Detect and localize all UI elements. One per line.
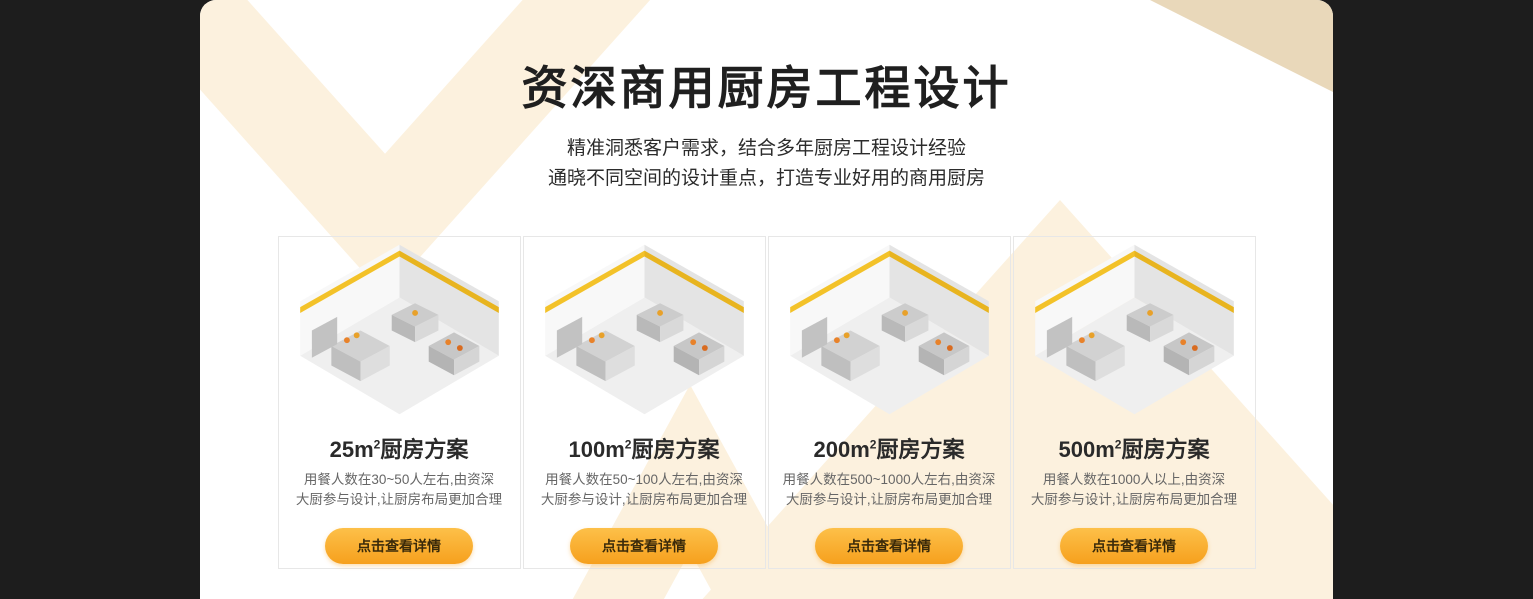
view-details-button[interactable]: 点击查看详情	[1060, 528, 1208, 564]
card-description: 用餐人数在50~100人左右,由资深 大厨参与设计,让厨房布局更加合理	[533, 470, 755, 510]
kitchen-render-image	[279, 237, 520, 422]
card-desc-line-1: 用餐人数在1000人以上,由资深	[1042, 472, 1226, 487]
card-area-value: 200m	[813, 437, 870, 462]
card-desc-line-1: 用餐人数在500~1000人左右,由资深	[782, 472, 996, 487]
page-title: 资深商用厨房工程设计	[521, 62, 1012, 114]
card-desc-line-1: 用餐人数在30~50人左右,由资深	[303, 472, 495, 487]
subtitle-line-1: 精准洞悉客户需求，结合多年厨房工程设计经验	[566, 138, 966, 159]
plan-card-25: 25m2厨房方案 用餐人数在30~50人左右,由资深 大厨参与设计,让厨房布局更…	[277, 236, 521, 569]
card-desc-line-2: 大厨参与设计,让厨房布局更加合理	[295, 492, 503, 507]
card-area-value: 100m	[568, 437, 625, 462]
plan-cards: 25m2厨房方案 用餐人数在30~50人左右,由资深 大厨参与设计,让厨房布局更…	[200, 236, 1333, 569]
card-desc-line-2: 大厨参与设计,让厨房布局更加合理	[1030, 492, 1238, 507]
card-area-sup: 2	[373, 437, 381, 452]
card-desc-line-2: 大厨参与设计,让厨房布局更加合理	[785, 492, 993, 507]
card-plan-name: 厨房方案	[1121, 437, 1210, 462]
subtitle-line-2: 通晓不同空间的设计重点，打造专业好用的商用厨房	[547, 168, 985, 189]
card-plan-name: 厨房方案	[380, 437, 469, 462]
card-description: 用餐人数在30~50人左右,由资深 大厨参与设计,让厨房布局更加合理	[288, 470, 510, 510]
plan-card-100: 100m2厨房方案 用餐人数在50~100人左右,由资深 大厨参与设计,让厨房布…	[522, 236, 766, 569]
card-area-value: 500m	[1058, 437, 1115, 462]
plan-card-500: 500m2厨房方案 用餐人数在1000人以上,由资深 大厨参与设计,让厨房布局更…	[1012, 236, 1256, 569]
view-details-button[interactable]: 点击查看详情	[815, 528, 963, 564]
card-plan-name: 厨房方案	[876, 437, 965, 462]
card-desc-line-1: 用餐人数在50~100人左右,由资深	[545, 472, 743, 487]
kitchen-render-image	[769, 237, 1010, 422]
view-details-button[interactable]: 点击查看详情	[570, 528, 718, 564]
card-description: 用餐人数在500~1000人左右,由资深 大厨参与设计,让厨房布局更加合理	[775, 470, 1004, 510]
card-title: 100m2厨房方案	[569, 432, 720, 464]
card-description: 用餐人数在1000人以上,由资深 大厨参与设计,让厨房布局更加合理	[1023, 470, 1245, 510]
page-subtitle: 精准洞悉客户需求，结合多年厨房工程设计经验 通晓不同空间的设计重点，打造专业好用…	[200, 134, 1333, 194]
card-title: 200m2厨房方案	[814, 432, 965, 464]
view-details-button[interactable]: 点击查看详情	[325, 528, 473, 564]
card-desc-line-2: 大厨参与设计,让厨房布局更加合理	[540, 492, 748, 507]
plan-card-200: 200m2厨房方案 用餐人数在500~1000人左右,由资深 大厨参与设计,让厨…	[767, 236, 1011, 569]
card-plan-name: 厨房方案	[631, 437, 720, 462]
card-title: 25m2厨房方案	[330, 432, 469, 464]
card-title: 500m2厨房方案	[1059, 432, 1210, 464]
main-panel: 资深商用厨房工程设计 精准洞悉客户需求，结合多年厨房工程设计经验 通晓不同空间的…	[200, 0, 1333, 599]
kitchen-render-image	[1014, 237, 1255, 422]
card-area-value: 25m	[329, 437, 374, 462]
kitchen-render-image	[524, 237, 765, 422]
